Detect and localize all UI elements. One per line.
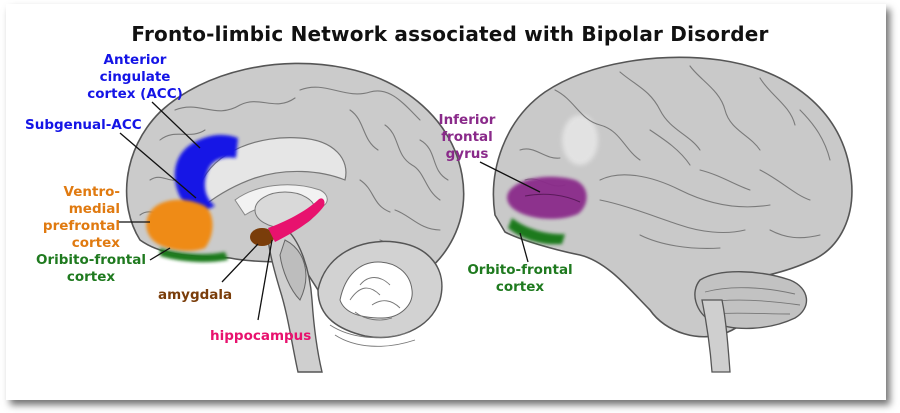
region-ofc-left: [160, 248, 228, 263]
leader-lines-left: [118, 101, 273, 321]
label-amygdala: amygdala: [158, 287, 233, 303]
label-ofc-left: Oribito-frontal cortex: [36, 252, 146, 285]
region-amygdala: [250, 228, 274, 246]
region-ifg: [507, 176, 587, 219]
label-ifg: Inferior frontal gyrus: [438, 112, 496, 162]
leader-lines-right: [479, 161, 541, 263]
label-subgenual-acc: Subgenual-ACC: [25, 117, 142, 133]
label-hippocampus: hippocampus: [210, 328, 312, 344]
lateral-brain: [492, 56, 853, 373]
region-vmpfc: [146, 199, 213, 251]
region-ofc-right: [508, 218, 565, 245]
label-ofc-right: Orbito-frontal cortex: [467, 262, 573, 295]
figure-title: Fronto-limbic Network associated with Bi…: [131, 22, 769, 46]
region-acc: [174, 134, 238, 215]
label-acc: Anterior cingulate cortex (ACC): [87, 52, 183, 102]
region-hippocampus: [268, 198, 325, 242]
sagittal-brain: [125, 62, 465, 373]
label-vmpfc: Ventro- medial prefrontal cortex: [42, 184, 120, 251]
